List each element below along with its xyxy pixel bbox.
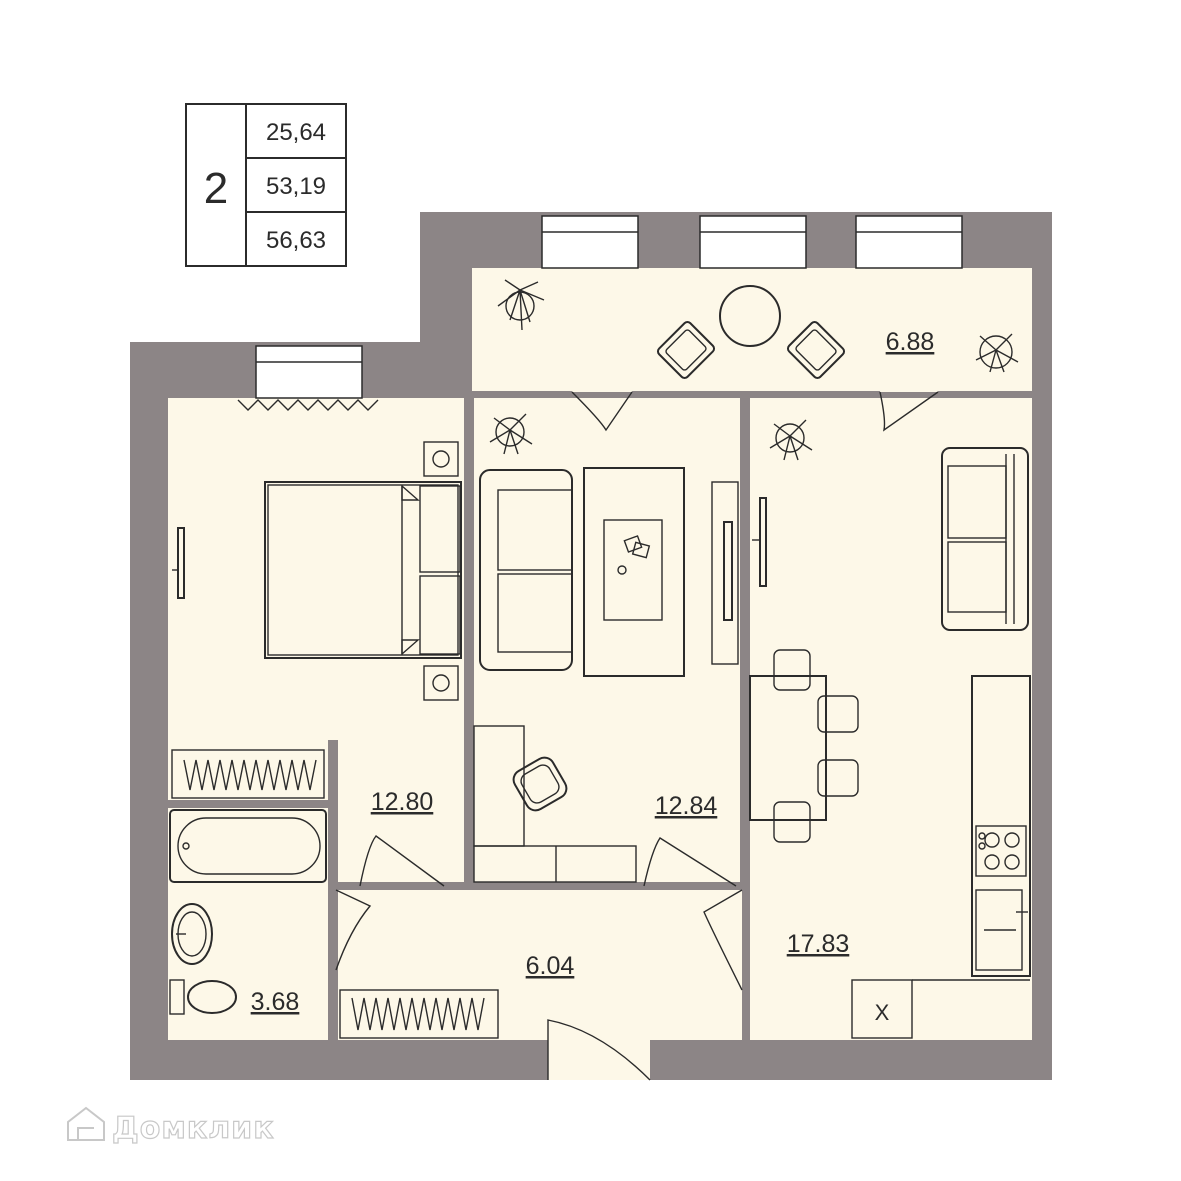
total-area-value: 53,19 [266,173,326,200]
hallway-wardrobe [339,989,499,1039]
tv [752,497,767,587]
windows [237,215,963,411]
bedroom-wardrobe-floor [168,746,328,802]
window-balcony-2 [699,215,807,269]
house-logo-icon [67,1106,105,1141]
curtain [237,399,379,411]
bed [264,481,462,659]
sink [975,889,1023,971]
tv-stand [711,481,739,665]
area-legend: 2 25,64 53,19 56,63 [185,103,347,267]
washbasin [171,903,213,965]
bathtub [169,809,327,883]
window-balcony-3 [855,215,963,269]
living-room-area: 12.84 [655,792,718,820]
hallway-area: 6.04 [526,952,575,980]
kitchen-furniture: X [749,419,1031,1039]
bathroom-fixtures [169,809,327,1015]
interior-walls [168,391,1032,1040]
toilet [169,979,237,1015]
plant-icon [769,419,813,461]
plant-icon [497,279,545,331]
total-area-with-balcony-value: 56,63 [266,227,326,254]
hallway-floor [338,890,742,1040]
wardrobe [171,749,325,799]
doors [335,391,939,1081]
desk [473,725,637,883]
bedroom-area: 12.80 [371,788,434,816]
living-room-floor [474,398,740,882]
window-balcony-1 [541,215,639,269]
tv [177,527,185,599]
sofa [479,469,573,671]
dining-table [749,649,859,843]
room-count: 2 [204,164,228,213]
living-room-furniture [473,413,739,883]
balcony-furniture [497,279,1019,380]
bathroom-area: 3.68 [251,988,300,1016]
sofa [941,447,1029,631]
kitchen-marker: X [875,1000,890,1025]
balcony-area: 6.88 [886,328,935,356]
room-floors [168,268,1032,1080]
balcony-floor [472,268,1032,392]
plant-icon [489,413,533,455]
nightstand [423,665,459,701]
room-labels: 6.88 12.80 12.84 17.83 6.04 3.68 [251,328,935,1016]
watermark: Домклик [67,1106,275,1147]
kitchen-area: 17.83 [787,930,850,958]
nightstand [423,441,459,477]
plant-icon [975,333,1019,373]
watermark-text: Домклик [112,1111,275,1146]
kitchen-floor [750,398,1032,1040]
bedroom-furniture [171,441,462,799]
window-bedroom [255,345,363,399]
bathroom-floor [168,808,328,1040]
living-area-value: 25,64 [266,119,326,146]
kitchen-counter: X [851,675,1031,1039]
rug [583,467,685,677]
